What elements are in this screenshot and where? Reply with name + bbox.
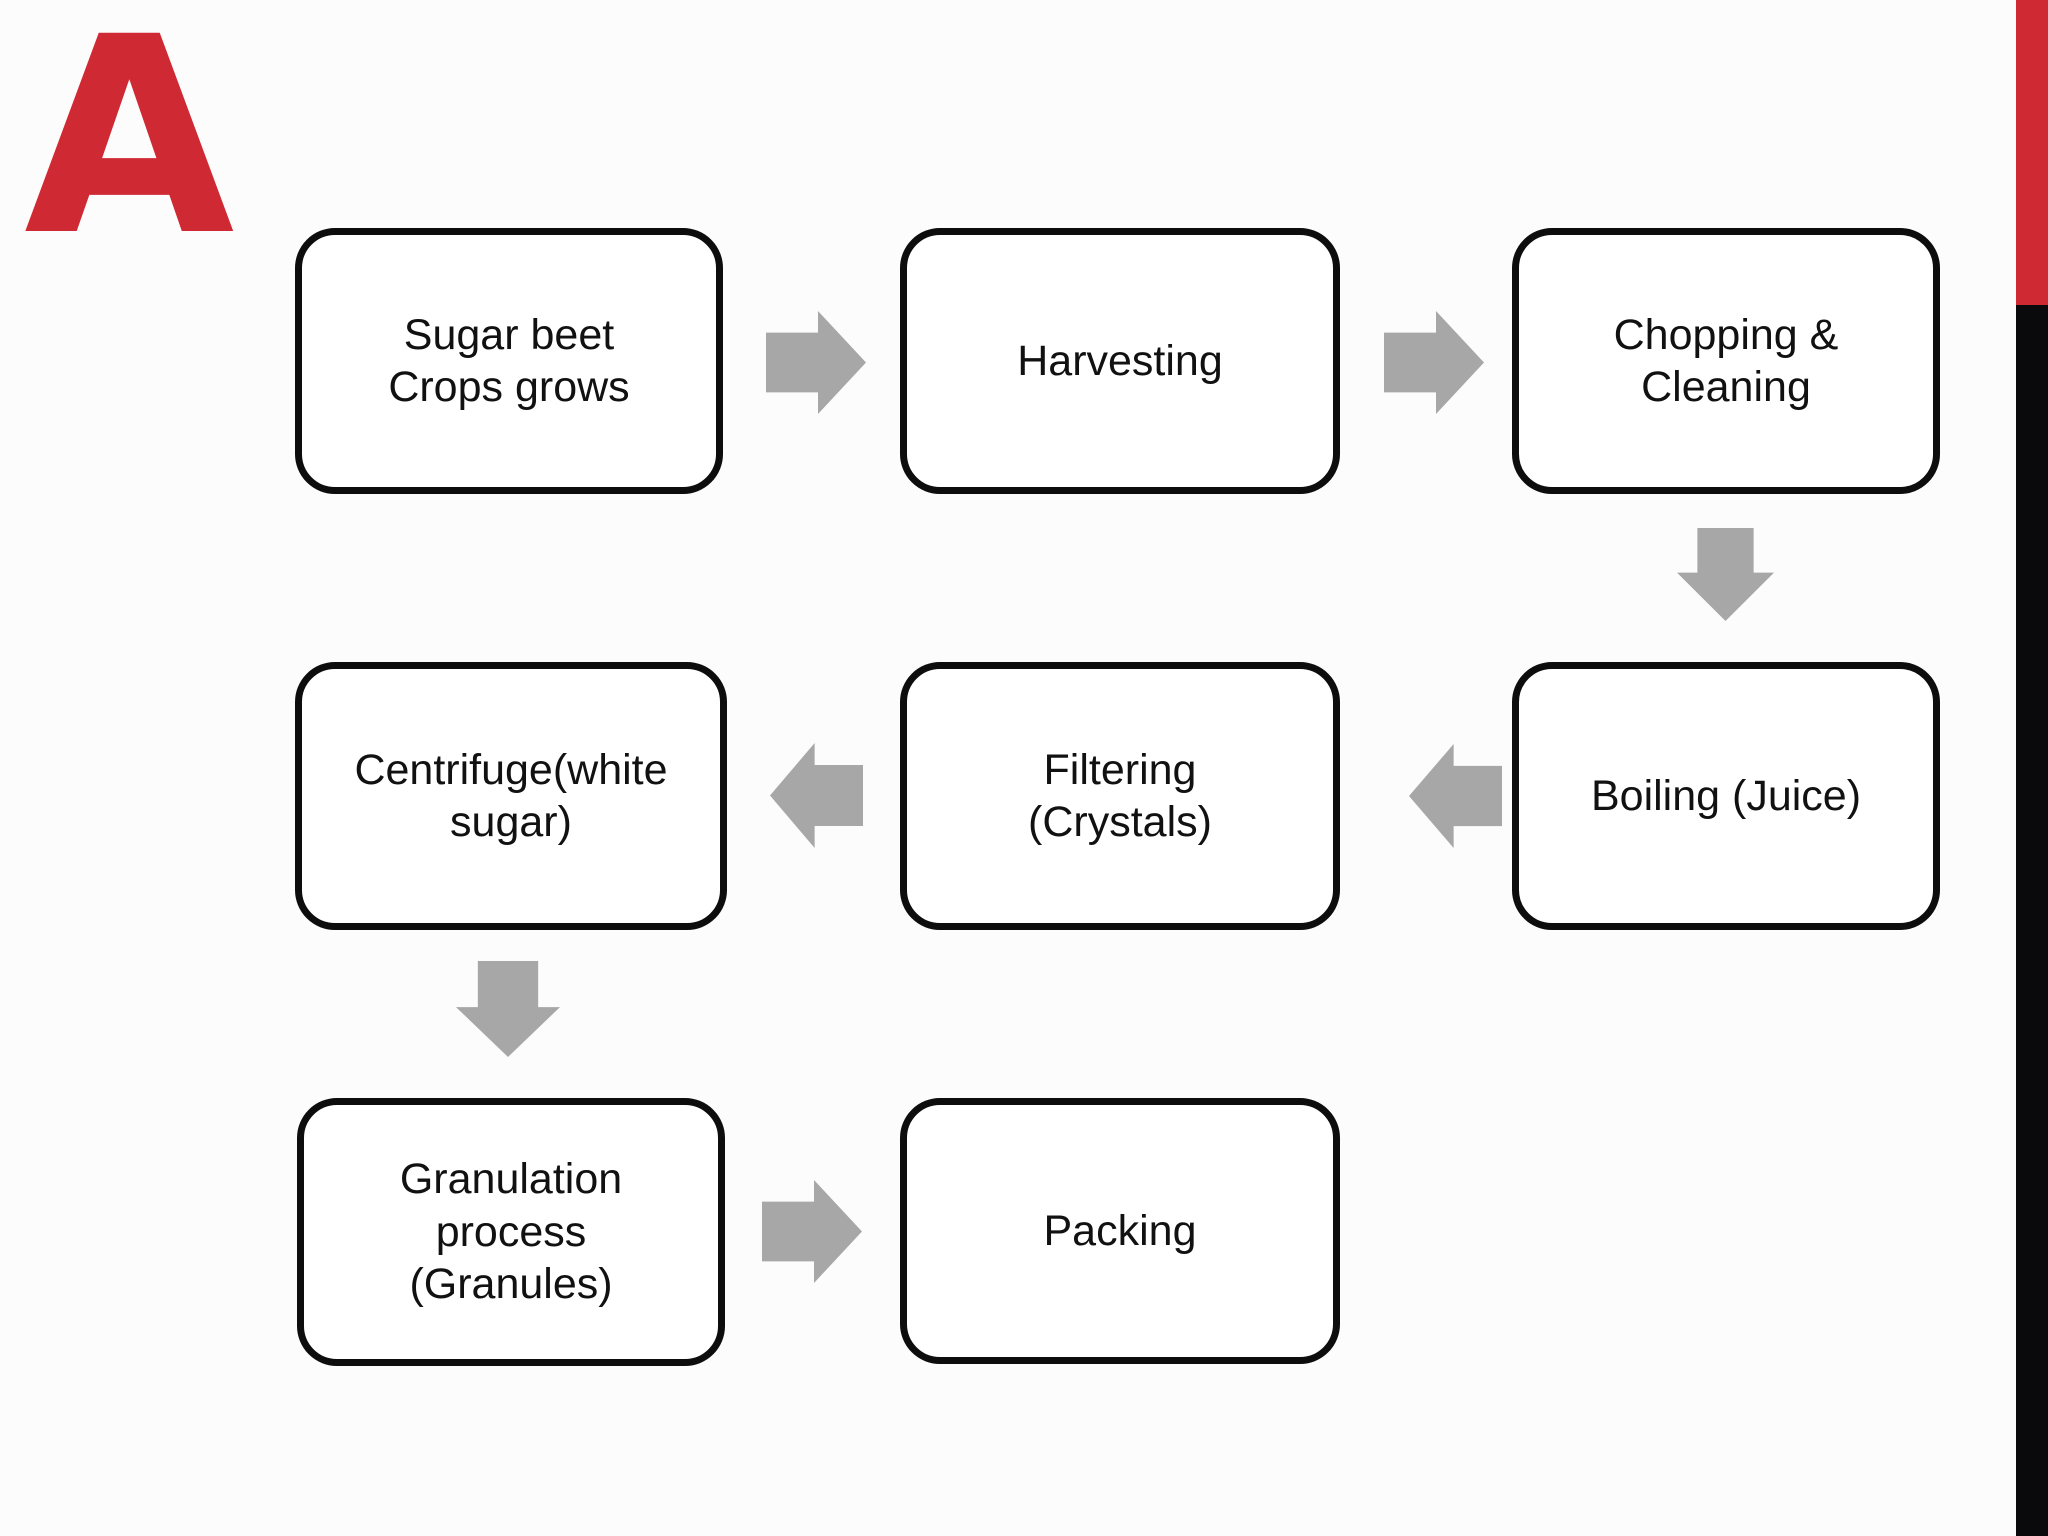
arrow-down-chopping-to-boiling-icon <box>1677 528 1774 621</box>
slide-marker-letter: A <box>24 0 235 296</box>
flow-node-boiling-juice: Boiling (Juice) <box>1512 662 1940 930</box>
flow-node-label: Boiling (Juice) <box>1590 771 1862 820</box>
flow-node-label: Harvesting <box>1017 336 1223 385</box>
flow-node-sugar-beet-crops: Sugar beet Crops grows <box>295 228 723 494</box>
flow-node-centrifuge-white-sugar: Centrifuge(white sugar) <box>295 662 727 930</box>
arrow-down-centrifuge-to-granulation-icon <box>456 961 560 1057</box>
arrow-right-harvesting-to-chopping-icon <box>1384 311 1484 414</box>
edge-stripe-black <box>2016 305 2048 1536</box>
flow-node-chopping-cleaning: Chopping & Cleaning <box>1512 228 1940 494</box>
flow-node-packing: Packing <box>900 1098 1340 1364</box>
flow-node-label: Centrifuge(white sugar) <box>354 745 668 846</box>
flow-node-filtering-crystals: Filtering (Crystals) <box>900 662 1340 930</box>
flow-node-label: Granulation process (Granules) <box>399 1155 623 1309</box>
flow-node-label: Filtering (Crystals) <box>1028 745 1212 846</box>
arrow-left-boiling-to-filtering-icon <box>1409 744 1502 848</box>
edge-stripe-red <box>2016 0 2048 305</box>
flow-node-granulation-process: Granulation process (Granules) <box>297 1098 725 1366</box>
flow-node-label: Packing <box>1043 1206 1197 1255</box>
arrow-left-filtering-to-centrifuge-icon <box>770 743 863 848</box>
arrow-right-granulation-to-packing-icon <box>762 1180 862 1283</box>
flow-node-label: Sugar beet Crops grows <box>388 310 630 411</box>
flow-node-label: Chopping & Cleaning <box>1613 310 1839 411</box>
flow-node-harvesting: Harvesting <box>900 228 1340 494</box>
arrow-right-sugarbeet-to-harvesting-icon <box>766 311 866 414</box>
